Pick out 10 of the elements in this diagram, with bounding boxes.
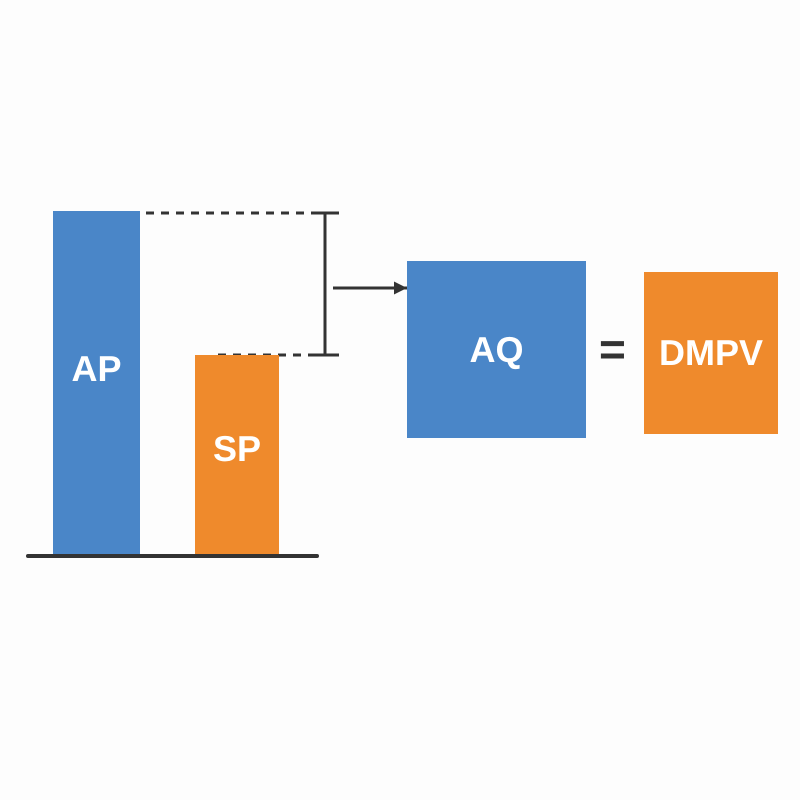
box-label: DMPV — [658, 335, 763, 371]
bar-label: AP — [71, 350, 122, 386]
result-box — [407, 261, 586, 438]
box-label: AQ — [470, 332, 524, 368]
bar — [195, 355, 279, 554]
result-box — [644, 272, 778, 434]
arrow — [333, 282, 407, 294]
bar — [53, 211, 140, 554]
equals-sign: = — [599, 326, 626, 372]
bar-label: SP — [212, 430, 262, 466]
